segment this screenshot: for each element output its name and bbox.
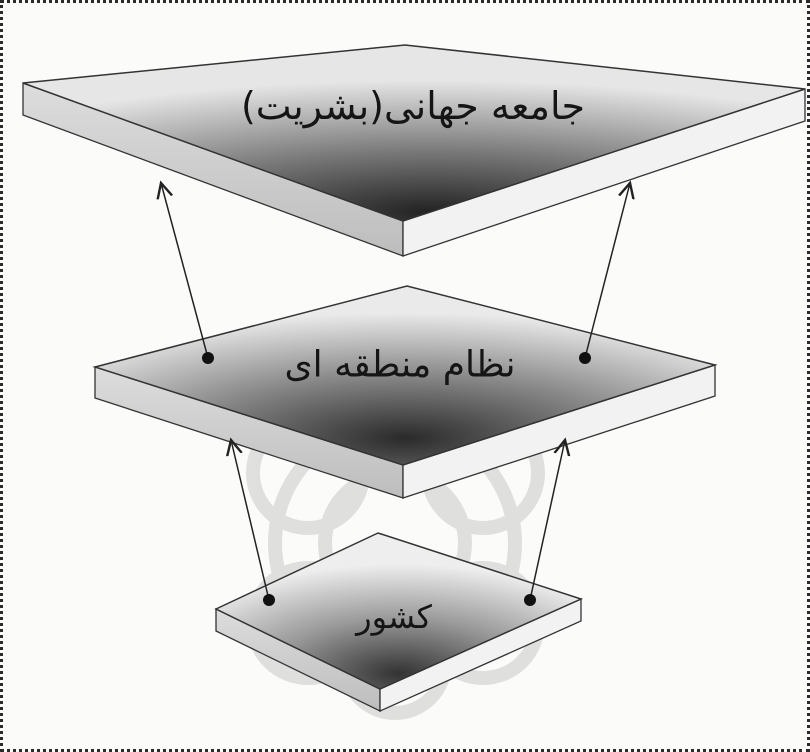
slab-top — [22, 44, 806, 257]
slab-bottom — [214, 532, 584, 713]
diagram-canvas — [22, 44, 806, 720]
slab-middle — [92, 285, 718, 499]
arrow-bottom-to-middle-left — [231, 440, 275, 606]
arrow-middle-to-top-left — [161, 183, 214, 364]
level-label-bottom: کشور — [356, 598, 432, 636]
arrow-bottom-to-middle-right — [524, 440, 565, 606]
level-label-top: جامعه جهانی(بشریت) — [240, 84, 586, 128]
level-label-middle: نظام منطقه ای — [284, 344, 516, 386]
arrow-middle-to-top-right — [579, 183, 630, 364]
